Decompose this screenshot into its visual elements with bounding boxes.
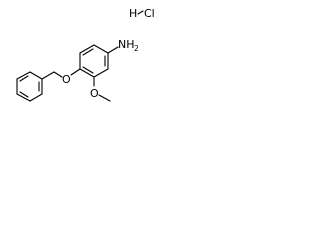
benzyl-double-bond xyxy=(19,91,29,98)
ring-amine-bond xyxy=(107,46,119,54)
hydrochloride-h-label: H xyxy=(129,7,137,20)
aniline-double-bond xyxy=(82,66,94,74)
benzyl-ch2-bond xyxy=(41,71,55,80)
methoxy-methyl-bond xyxy=(98,94,111,102)
aniline-bond xyxy=(93,68,109,78)
chemical-structure-diagram: O NH 2 O H Cl xyxy=(16,7,155,102)
benzyl-bond xyxy=(16,93,31,102)
amine-label: NH xyxy=(118,38,135,51)
benzyl-bond xyxy=(16,71,31,80)
hydrochloride-cl-label: Cl xyxy=(144,7,155,20)
ether-oxygen-label: O xyxy=(62,73,71,86)
benzyl-bond xyxy=(29,93,43,102)
aniline-double-bond xyxy=(82,48,94,56)
aniline-bond xyxy=(79,44,95,54)
benzyl-bond xyxy=(29,71,43,80)
h-cl-bond xyxy=(137,10,144,15)
aniline-ring xyxy=(79,44,109,78)
benzyl-double-bond xyxy=(19,75,29,82)
aniline-bond xyxy=(93,44,109,54)
ch2-oxygen-bond xyxy=(53,71,63,78)
benzyl-ring xyxy=(16,71,43,102)
aniline-bond xyxy=(79,68,95,78)
oxygen-ring-bond xyxy=(70,68,81,76)
amine-subscript: 2 xyxy=(134,44,139,53)
methoxy-oxygen-label: O xyxy=(90,87,99,100)
